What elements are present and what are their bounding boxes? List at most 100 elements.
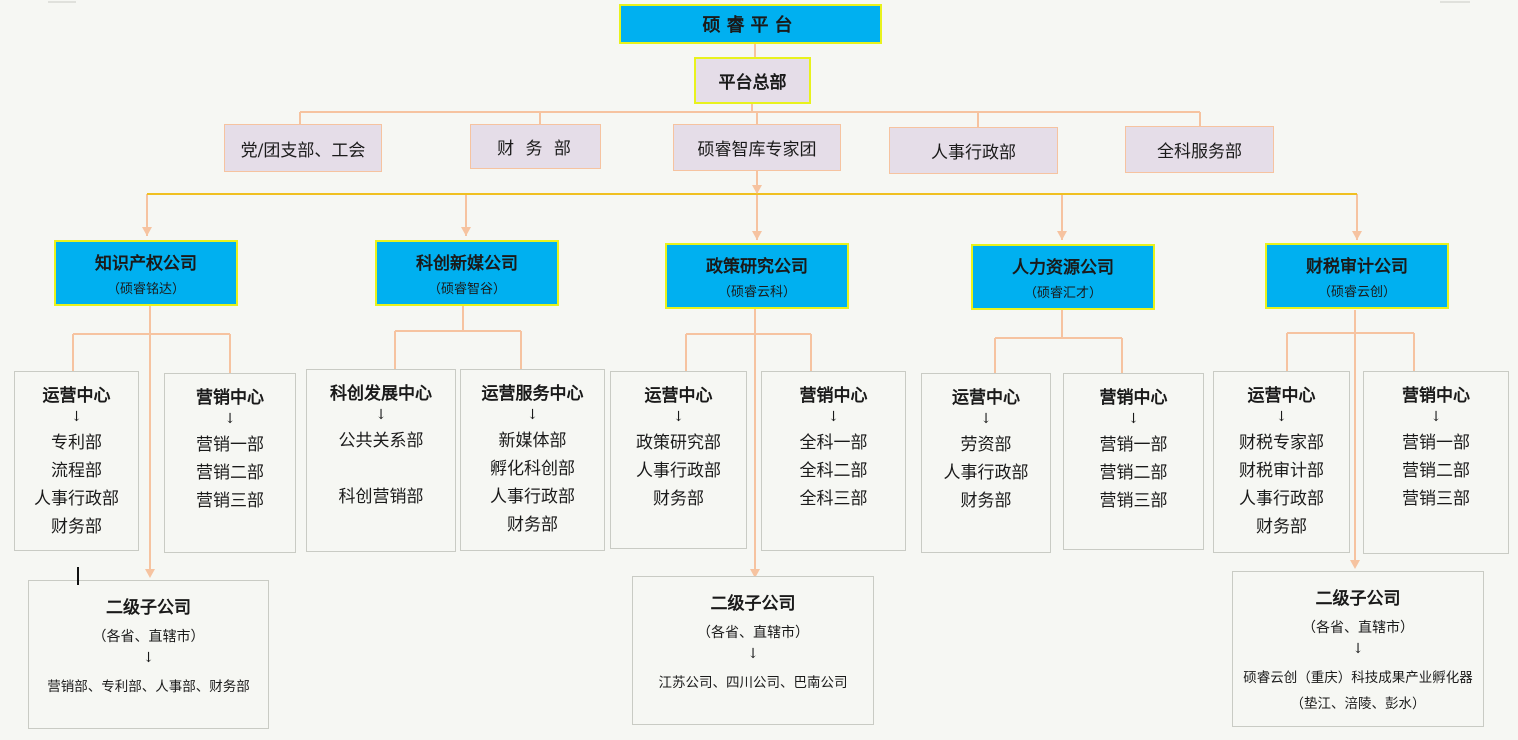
unit-operations-center: 运营中心 ↓ 财税专家部 财税审计部 人事行政部 财务部 (1213, 371, 1350, 553)
sub-company-region: （各省、直辖市） (92, 629, 205, 645)
down-arrow-icon: ↓ (142, 650, 155, 666)
unit-item: 财务部 (1256, 517, 1307, 537)
company-tax-audit: 财税审计公司 （硕睿云创） (1265, 243, 1449, 309)
unit-title: 运营中心 (644, 386, 713, 406)
unit-item: 营销一部 (1099, 435, 1168, 455)
unit-item: 营销一部 (1402, 433, 1470, 453)
sub-company-policy: 二级子公司 （各省、直辖市） ↓ 江苏公司、四川公司、巴南公司 (632, 576, 874, 725)
unit-item: 人事行政部 (636, 461, 721, 481)
unit-item: 营销一部 (196, 435, 264, 455)
company-name: 政策研究公司 (706, 257, 808, 277)
dept-label: 财 务 部 (497, 139, 574, 159)
company-subtitle: （硕睿云科） (717, 285, 796, 300)
unit-item: 全科一部 (799, 433, 868, 453)
sub-company-item: （垫江、涪陵、彭水） (1290, 696, 1426, 712)
sub-company-title: 二级子公司 (1315, 589, 1401, 609)
unit-item: 新媒体部 (498, 431, 567, 451)
dept-think-tank: 硕睿智库专家团 (673, 124, 841, 171)
down-arrow-icon: ↓ (1430, 409, 1442, 425)
unit-item: 人事行政部 (943, 463, 1029, 483)
company-name: 科创新媒公司 (416, 254, 518, 274)
unit-title: 运营中心 (42, 386, 111, 406)
dept-finance: 财 务 部 (470, 124, 601, 169)
company-hr: 人力资源公司 （硕睿汇才） (971, 244, 1155, 310)
unit-marketing-center: 营销中心 ↓ 营销一部 营销二部 营销三部 (164, 373, 296, 553)
unit-title: 运营服务中心 (481, 384, 584, 404)
unit-item: 全科二部 (799, 461, 868, 481)
company-name: 财税审计公司 (1306, 257, 1408, 277)
down-arrow-icon: ↓ (1352, 641, 1364, 657)
unit-item: 流程部 (51, 461, 102, 481)
unit-item: 营销二部 (196, 463, 264, 483)
down-arrow-icon: ↓ (224, 411, 236, 427)
unit-operations-center: 运营中心 ↓ 劳资部 人事行政部 财务部 (921, 373, 1051, 553)
unit-operations-center: 运营中心 ↓ 政策研究部 人事行政部 财务部 (610, 371, 747, 549)
sub-company-title: 二级子公司 (106, 598, 191, 618)
sub-company-item: 江苏公司、四川公司、巴南公司 (658, 675, 848, 691)
company-policy: 政策研究公司 （硕睿云科） (665, 243, 849, 309)
unit-item: 财务部 (960, 491, 1012, 511)
unit-item: 孵化科创部 (490, 459, 575, 479)
down-arrow-icon: ↓ (526, 407, 539, 423)
text-cursor (77, 567, 79, 585)
unit-tech-development-center: 科创发展中心 ↓ 公共关系部 科创营销部 (306, 369, 456, 552)
unit-item: 人事行政部 (1239, 489, 1324, 509)
company-subtitle: （硕睿汇才） (1023, 286, 1102, 301)
hq-node: 平台总部 (694, 57, 811, 104)
unit-operations-service-center: 运营服务中心 ↓ 新媒体部 孵化科创部 人事行政部 财务部 (460, 369, 605, 551)
unit-title: 营销中心 (1402, 386, 1470, 406)
company-tech-media: 科创新媒公司 （硕睿智谷） (375, 240, 559, 306)
unit-title: 科创发展中心 (330, 384, 432, 404)
unit-item: 全科三部 (799, 489, 868, 509)
unit-item: 政策研究部 (636, 433, 721, 453)
unit-item: 营销三部 (1402, 489, 1470, 509)
unit-item: 人事行政部 (490, 487, 575, 507)
down-arrow-icon: ↓ (1275, 409, 1288, 425)
unit-item: 营销二部 (1099, 463, 1168, 483)
sub-company-region: （各省、直辖市） (1302, 620, 1414, 636)
sub-company-ip: 二级子公司 （各省、直辖市） ↓ 营销部、专利部、人事部、财务部 (28, 580, 269, 729)
unit-title: 营销中心 (1099, 388, 1168, 408)
dept-party-union: 党/团支部、工会 (224, 124, 382, 172)
sub-company-item: 营销部、专利部、人事部、财务部 (47, 679, 250, 695)
unit-item: 财务部 (507, 515, 558, 535)
unit-item: 劳资部 (960, 435, 1012, 455)
unit-title: 营销中心 (799, 386, 868, 406)
dept-general-service: 全科服务部 (1125, 126, 1274, 173)
down-arrow-icon: ↓ (1127, 411, 1140, 427)
unit-item: 财税审计部 (1239, 461, 1324, 481)
unit-title: 运营中心 (952, 388, 1020, 408)
hq-label: 平台总部 (718, 73, 787, 93)
company-ip: 知识产权公司 （硕睿铭达） (54, 240, 238, 306)
unit-item: 财务部 (653, 489, 704, 509)
down-arrow-icon: ↓ (827, 409, 840, 425)
company-name: 知识产权公司 (95, 254, 197, 274)
sub-company-tax-audit: 二级子公司 （各省、直辖市） ↓ 硕睿云创（重庆）科技成果产业孵化器 （垫江、涪… (1232, 571, 1484, 727)
unit-item: 人事行政部 (34, 489, 119, 509)
dept-label: 全科服务部 (1157, 142, 1242, 162)
down-arrow-icon: ↓ (375, 407, 387, 423)
unit-title: 运营中心 (1247, 386, 1316, 406)
company-subtitle: （硕睿云创） (1317, 285, 1396, 300)
down-arrow-icon: ↓ (747, 646, 759, 662)
sub-company-item: 硕睿云创（重庆）科技成果产业孵化器 (1243, 670, 1473, 686)
unit-item: 财务部 (51, 517, 102, 537)
dept-label: 硕睿智库专家团 (697, 140, 817, 160)
root-label: 硕睿平台 (702, 15, 799, 36)
dept-label: 人事行政部 (931, 143, 1016, 163)
unit-item: 公共关系部 (338, 431, 424, 451)
down-arrow-icon: ↓ (672, 409, 685, 425)
dept-hr-admin: 人事行政部 (889, 127, 1058, 174)
down-arrow-icon: ↓ (980, 411, 992, 427)
company-subtitle: （硕睿智谷） (427, 282, 506, 297)
down-arrow-icon: ↓ (70, 409, 83, 425)
unit-item: 科创营销部 (338, 487, 424, 507)
sub-company-title: 二级子公司 (710, 594, 796, 614)
unit-marketing-center: 营销中心 ↓ 全科一部 全科二部 全科三部 (761, 371, 906, 551)
unit-operations-center: 运营中心 ↓ 专利部 流程部 人事行政部 财务部 (14, 371, 139, 551)
root-node: 硕睿平台 (619, 4, 882, 44)
unit-item: 财税专家部 (1239, 433, 1324, 453)
unit-item: 专利部 (51, 433, 102, 453)
unit-item: 营销三部 (196, 491, 264, 511)
